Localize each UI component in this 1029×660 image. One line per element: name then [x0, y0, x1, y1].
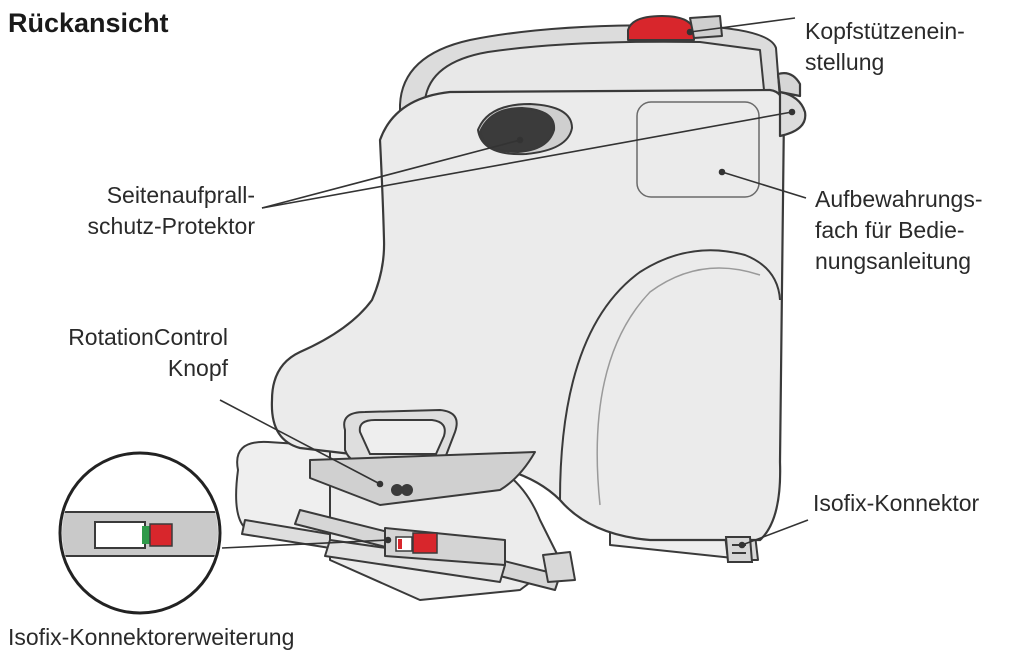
diagram-title: Rückansicht	[8, 8, 169, 38]
side-impact-protector	[476, 102, 574, 156]
rotation-control	[309, 451, 536, 506]
leader-rotation	[219, 399, 381, 485]
label-line: schutz-Protektor	[87, 213, 255, 239]
label-line: RotationControl	[68, 324, 228, 350]
leader-side-impact-a	[261, 139, 521, 209]
headrest-adjust-button	[627, 15, 695, 41]
leader-isofix	[741, 519, 809, 546]
leader-headrest	[689, 17, 796, 33]
rotation-knob-b	[401, 484, 413, 496]
label-line: Knopf	[167, 355, 228, 381]
label-isofix-extension: Isofix-Konnektorerweiterung	[8, 624, 295, 650]
label-side-impact: Seitenaufprall- schutz-Protektor	[55, 180, 255, 242]
label-line: Seitenaufprall-	[106, 182, 255, 208]
rotation-knob-a	[391, 484, 403, 496]
label-storage-compartment: Aufbewahrungs- fach für Bedie- nungsanle…	[815, 184, 983, 277]
leader-headrest-dot	[686, 28, 694, 36]
leader-isofix-ext	[221, 539, 389, 549]
storage-compartment	[636, 101, 760, 198]
handle-slot	[343, 408, 458, 467]
label-line: Kopfstützenein-	[805, 18, 965, 44]
label-line: nungsanleitung	[815, 248, 972, 274]
headrest	[399, 15, 781, 111]
label-line: stellung	[805, 49, 885, 75]
isofix-connector	[724, 536, 754, 563]
label-rotation-control: RotationControl Knopf	[20, 322, 228, 384]
leader-storage	[721, 171, 807, 199]
label-isofix-connector: Isofix-Konnektor	[813, 490, 980, 516]
isofix-extension-connector	[395, 532, 438, 554]
leader-lines	[219, 17, 809, 549]
label-line: fach für Bedie-	[815, 217, 965, 243]
label-headrest-adjust: Kopfstützenein- stellung	[805, 16, 965, 78]
leader-side-impact-b	[261, 111, 793, 209]
isofix-zoom-circle	[58, 451, 222, 615]
label-line: Aufbewahrungs-	[815, 186, 983, 212]
